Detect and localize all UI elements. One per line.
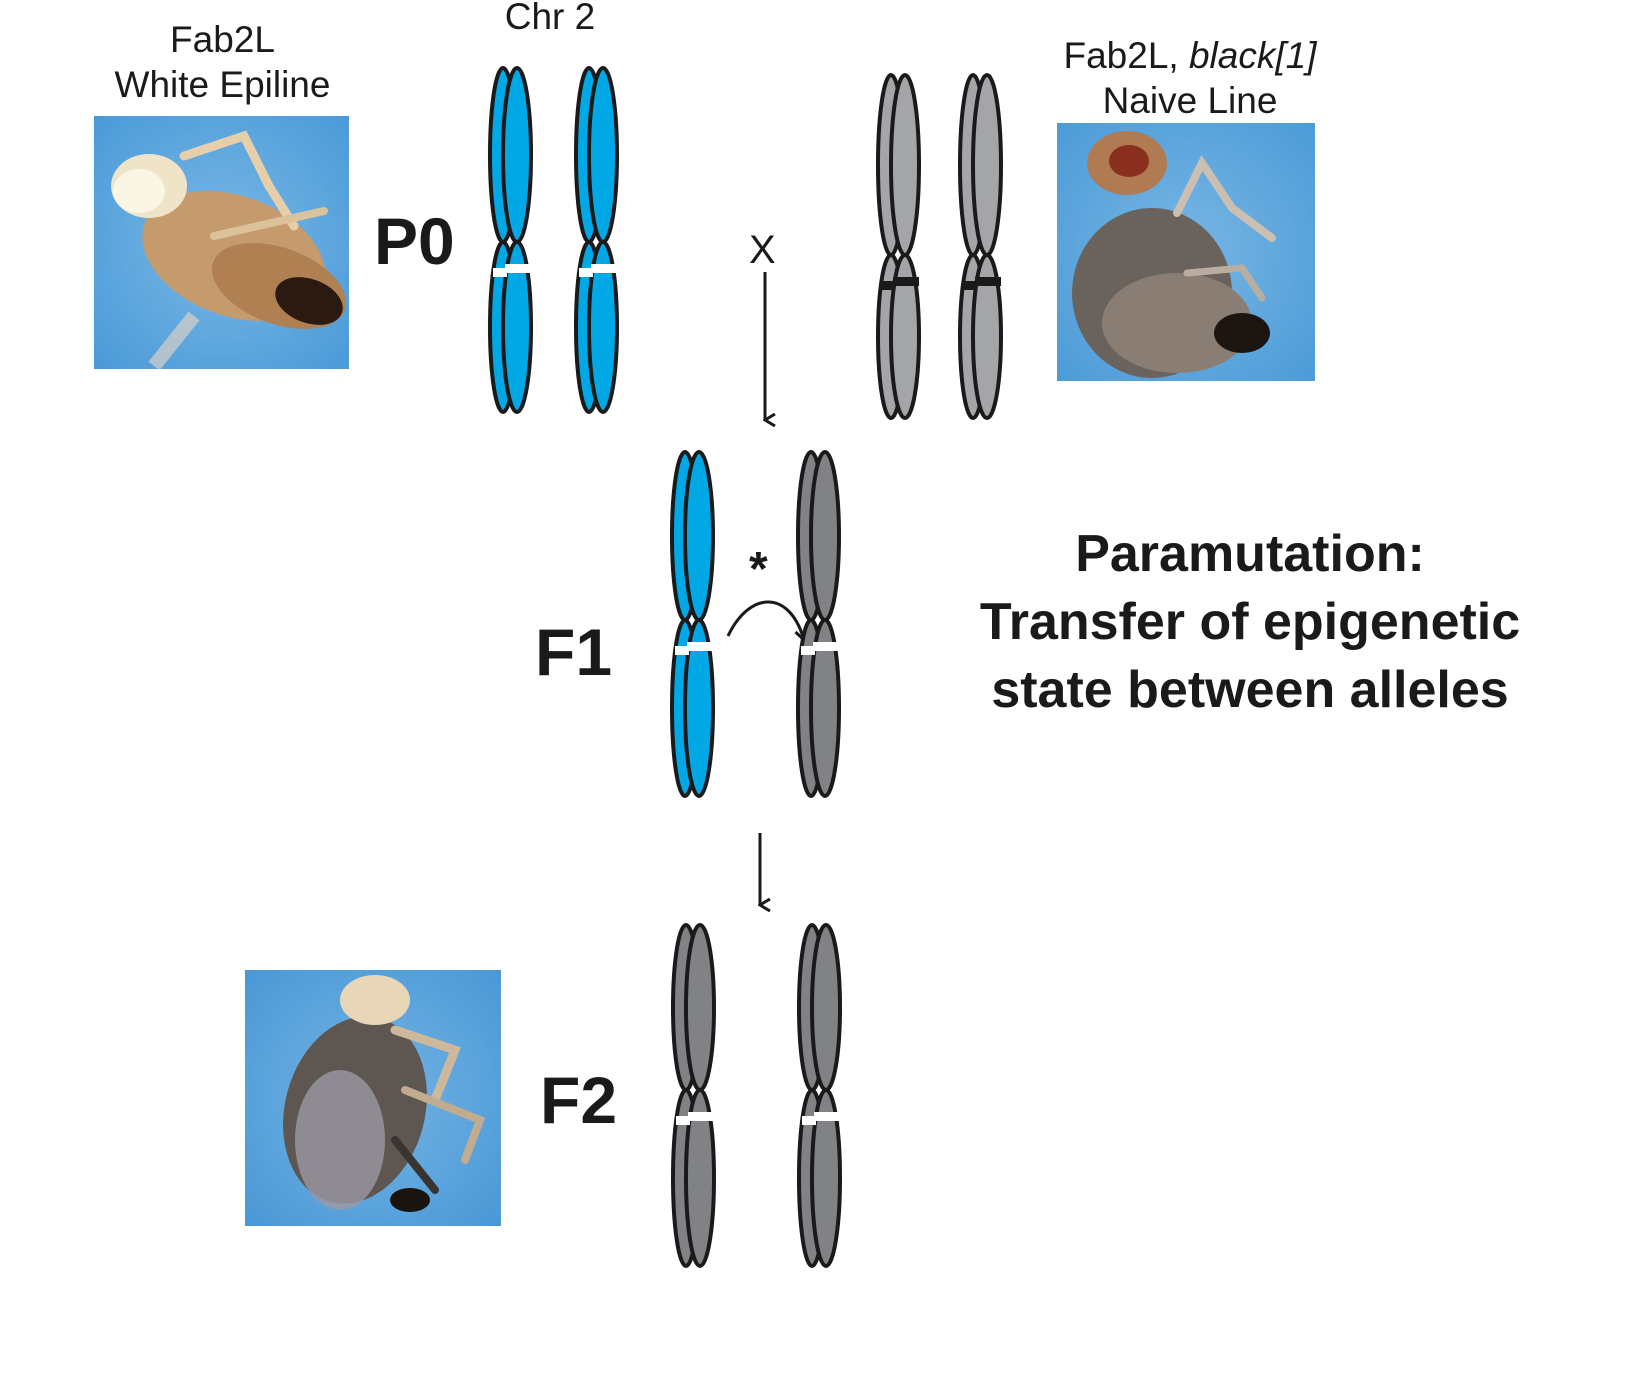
chromatid-upper-front: [810, 923, 842, 1092]
chr-label: Chr 2: [504, 0, 596, 37]
chromatid-lower-front: [810, 1088, 842, 1268]
f2-chromosome-2: [797, 923, 842, 1268]
p0-naive-chromosome-1: [876, 73, 921, 420]
white-epiline-desc: White Epiline: [114, 64, 331, 105]
transgene-mark-front: [687, 642, 713, 651]
paramutation-asterisk: *: [749, 543, 768, 596]
transgene-mark-back: [801, 646, 815, 655]
generation-label-p0: P0: [374, 204, 455, 278]
chromatid-upper-front: [683, 450, 715, 622]
transgene-mark-front: [893, 277, 919, 286]
transgene-mark-front: [813, 642, 839, 651]
naive-line-allele: black[1]: [1188, 35, 1317, 76]
f2-chromosome-1: [671, 923, 716, 1268]
transfer-curved-arrow-icon: [726, 600, 809, 643]
p0-epiline-chromosome-2: [574, 66, 619, 414]
transgene-mark-back: [963, 281, 977, 290]
chromatid-upper-front: [809, 450, 841, 622]
paramutation-title: Paramutation: Transfer of epigenetic sta…: [940, 520, 1560, 724]
transgene-mark-back: [881, 281, 895, 290]
chromatid-lower-front: [683, 618, 715, 798]
white-epiline-name: Fab2L: [170, 19, 275, 60]
title-line-1: Paramutation:: [1075, 525, 1425, 583]
transgene-mark-front: [814, 1112, 840, 1121]
chromatid-lower-front: [809, 618, 841, 798]
transgene-mark-front: [975, 277, 1001, 286]
naive-line-desc: Naive Line: [1102, 80, 1278, 121]
chromatid-upper-front: [501, 66, 533, 244]
chromatid-lower-front: [971, 253, 1003, 420]
chromatid-lower-front: [684, 1088, 716, 1268]
transgene-mark-front: [591, 264, 617, 273]
generation-label-f2: F2: [540, 1063, 618, 1137]
chromatid-lower-front: [889, 253, 921, 420]
fly-photo-f2: [245, 970, 501, 1226]
transgene-mark-back: [802, 1116, 816, 1125]
transgene-mark-back: [579, 268, 593, 277]
title-line-3: state between alleles: [991, 661, 1509, 719]
chromatid-upper-front: [587, 66, 619, 244]
fly-photo-white-epiline: [94, 116, 349, 369]
chromatid-lower-front: [501, 240, 533, 414]
naive-line-name: Fab2L, black[1]: [1030, 33, 1350, 78]
f1-epiline-chromosome: [670, 450, 715, 798]
chromatid-upper-front: [889, 73, 921, 257]
transgene-mark-back: [676, 1116, 690, 1125]
chromatid-upper-front: [971, 73, 1003, 257]
generation-label-f1: F1: [535, 615, 613, 689]
transgene-mark-front: [505, 264, 531, 273]
fly-photo-naive-line: [1057, 123, 1315, 381]
f1-naive-chromosome: [796, 450, 841, 798]
transgene-mark-front: [688, 1112, 714, 1121]
p0-naive-chromosome-2: [958, 73, 1003, 420]
transgene-mark-back: [493, 268, 507, 277]
title-line-2: Transfer of epigenetic: [979, 593, 1521, 651]
chromatid-upper-front: [684, 923, 716, 1092]
p0-epiline-chromosome-1: [488, 66, 533, 414]
cross-symbol: X: [749, 228, 776, 272]
naive-line-label: Fab2L, black[1] Naive Line: [1030, 33, 1350, 123]
white-epiline-label: Fab2L White Epiline: [80, 17, 365, 107]
transgene-mark-back: [675, 646, 689, 655]
naive-line-name-prefix: Fab2L,: [1063, 35, 1189, 76]
chromatid-lower-front: [587, 240, 619, 414]
